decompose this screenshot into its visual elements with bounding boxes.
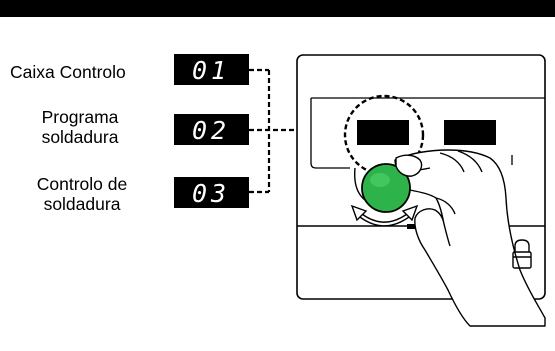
display-03: 03 — [174, 177, 249, 208]
label-controlo-soldadura: Controlo de soldadura — [20, 174, 144, 214]
label-programa-soldadura: Programa soldadura — [20, 107, 140, 147]
panel-screen-right — [444, 120, 496, 145]
label-programa-line1: Programa — [41, 107, 119, 127]
display-03-text: 03 — [192, 179, 230, 208]
rotary-knob[interactable] — [361, 163, 411, 213]
label-programa-line2: soldadura — [41, 127, 119, 147]
thumb — [395, 154, 423, 177]
label-caixa-controlo: Caixa Controlo — [10, 62, 126, 82]
display-01-text: 01 — [192, 56, 230, 85]
hand-icon — [394, 149, 546, 327]
panel-screen-left — [357, 120, 409, 145]
label-controlo-line1: Controlo de — [36, 174, 128, 194]
display-02: 02 — [174, 114, 249, 145]
rotate-arrows-icon — [350, 204, 419, 227]
lock-icon — [512, 239, 532, 269]
label-controlo-line2: soldadura — [43, 194, 121, 214]
display-01: 01 — [174, 54, 249, 85]
highlight-dashed-circle — [343, 94, 425, 176]
display-02-text: 02 — [192, 116, 230, 145]
top-black-bar — [0, 0, 555, 17]
